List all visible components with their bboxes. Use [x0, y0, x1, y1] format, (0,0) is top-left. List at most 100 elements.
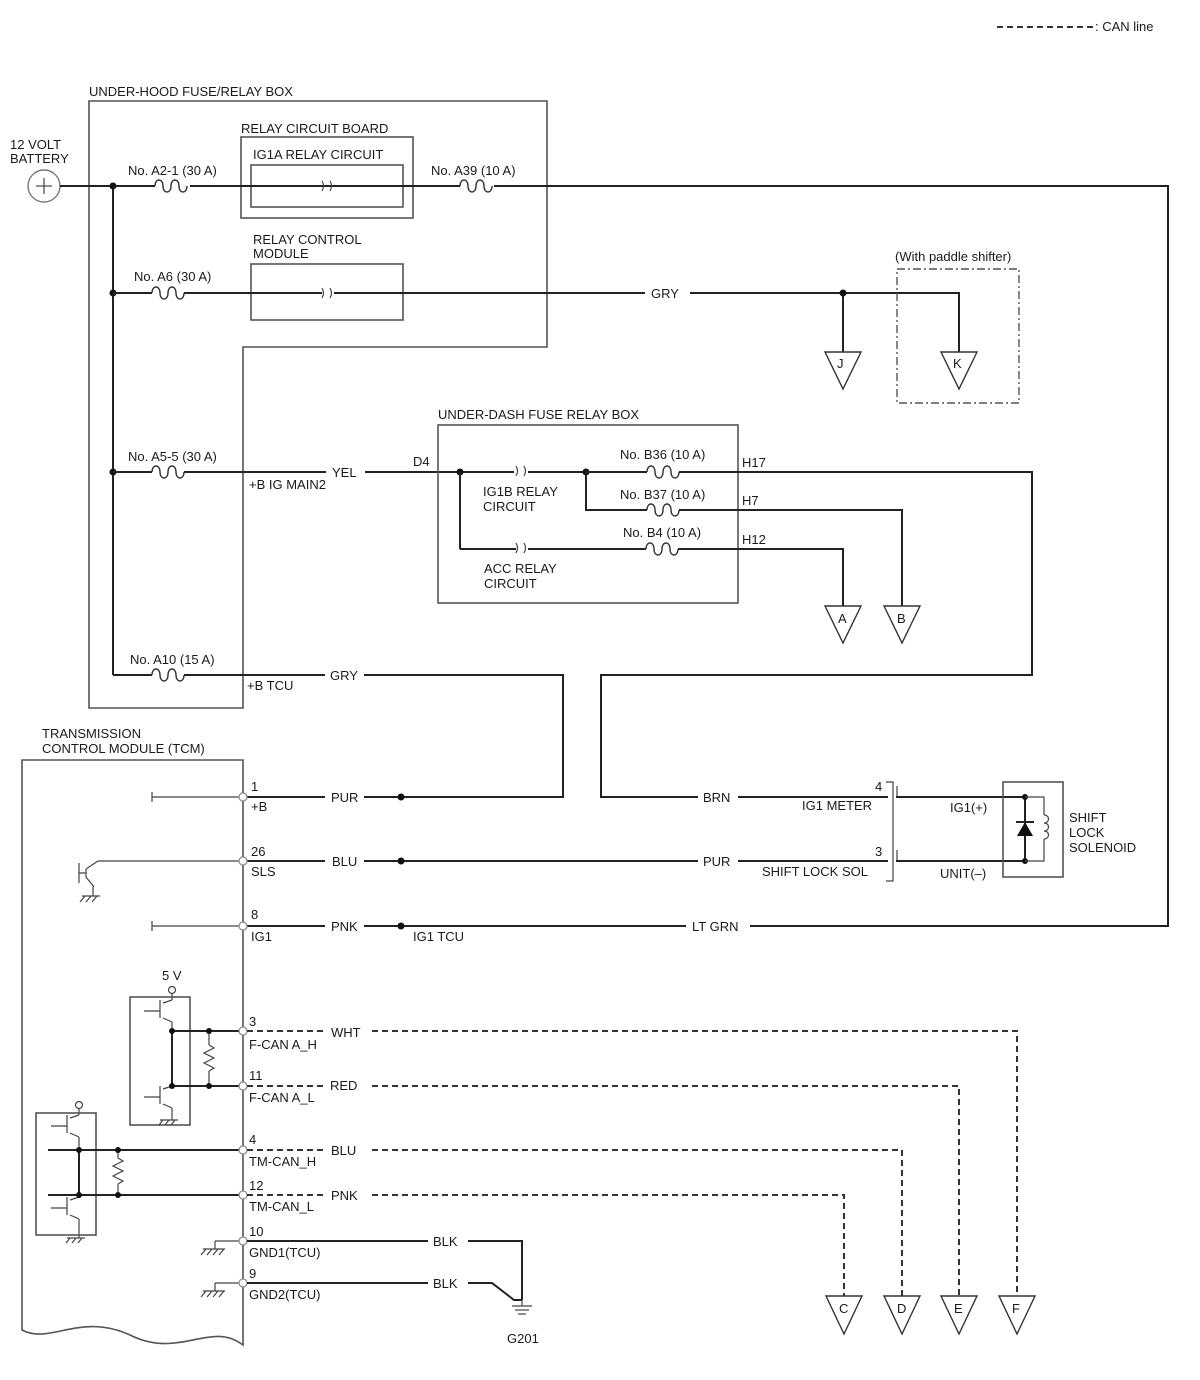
- tcm-title-1: TRANSMISSION: [42, 726, 141, 741]
- relay-control-module-label-1: RELAY CONTROL: [253, 232, 362, 247]
- connector-c-label: C: [839, 1301, 848, 1316]
- f-can-transceiver: 5 V: [129, 968, 243, 1126]
- pin-1-name: +B: [251, 799, 267, 814]
- shift-lock-name-2: LOCK: [1069, 825, 1105, 840]
- legend-can-line: : CAN line: [1095, 19, 1154, 34]
- ground-g201: G201: [507, 1300, 539, 1346]
- wire-gry-a10: GRY: [330, 668, 358, 683]
- wire-wht: WHT: [331, 1025, 361, 1040]
- pin-10-number: 10: [249, 1224, 263, 1239]
- connector-a: A: [823, 605, 863, 645]
- relay-circuit-board-label: RELAY CIRCUIT BOARD: [241, 121, 388, 136]
- tcm-pin-4: 4 TM-CAN_H BLU: [238, 1132, 903, 1296]
- pin-h7: H7: [742, 493, 759, 508]
- a10-branch: No. A10 (15 A) GRY +B TCU: [113, 652, 564, 798]
- paddle-shifter-label: (With paddle shifter): [895, 249, 1011, 264]
- under-dash-fuse-box: UNDER-DASH FUSE RELAY BOX IG1B RELAY CIR…: [437, 407, 739, 604]
- wire-b-ig-main2: +B IG MAIN2: [249, 477, 326, 492]
- tcm-pin-9: 9 GND2(TCU) BLK: [200, 1266, 522, 1302]
- connector-e: E: [939, 1295, 979, 1336]
- f-can-termination-resistor: [202, 1044, 216, 1072]
- fuse-a39: No. A39 (10 A): [431, 163, 516, 193]
- ig1b-relay-label-2: CIRCUIT: [483, 499, 536, 514]
- wire-red: RED: [330, 1078, 357, 1093]
- relay-control-module-label-2: MODULE: [253, 246, 309, 261]
- pin-11-name: F-CAN A_L: [249, 1090, 315, 1105]
- paddle-shifter-box: [896, 268, 1020, 404]
- wire-yel: YEL: [332, 465, 357, 480]
- wire-pur-1: PUR: [331, 790, 358, 805]
- connector-c: C: [824, 1295, 864, 1336]
- under-hood-box-title: UNDER-HOOD FUSE/RELAY BOX: [89, 84, 293, 99]
- tm-can-termination-resistor: [111, 1157, 125, 1185]
- a6-branch: No. A6 (30 A) GRY: [113, 269, 960, 352]
- connector-e-label: E: [954, 1301, 963, 1316]
- battery-label-2: BATTERY: [10, 151, 69, 166]
- relay-ig1a-contact: [320, 180, 334, 192]
- connector-j-label: J: [837, 356, 844, 371]
- connector-b-label: B: [897, 611, 906, 626]
- shift-lock-name-3: SOLENOID: [1069, 840, 1136, 855]
- fuse-a5-5-label: No. A5-5 (30 A): [128, 449, 217, 464]
- tcm-title-2: CONTROL MODULE (TCM): [42, 741, 205, 756]
- shift-lock-pin3: 3: [875, 844, 882, 859]
- pin-8-name: IG1: [251, 929, 272, 944]
- pin-12-name: TM-CAN_L: [249, 1199, 314, 1214]
- battery: 12 VOLT BATTERY: [10, 137, 69, 203]
- ig1a-relay-label: IG1A RELAY CIRCUIT: [253, 147, 383, 162]
- ground-g201-label: G201: [507, 1331, 539, 1346]
- battery-wiring: [60, 182, 1169, 927]
- wire-pur-sls: PUR: [703, 854, 730, 869]
- fuse-b4-label: No. B4 (10 A): [623, 525, 701, 540]
- fuse-b36-label: No. B36 (10 A): [620, 447, 705, 462]
- diode-icon: [1017, 822, 1033, 836]
- pin-3-name: F-CAN A_H: [249, 1037, 317, 1052]
- connector-b: B: [882, 605, 922, 645]
- wire-lt-grn: LT GRN: [692, 919, 738, 934]
- tcm-pin-8: 8 IG1 PNK IG1 TCU LT GRN: [151, 907, 738, 944]
- connector-j: J: [823, 351, 863, 391]
- tcm-module: TRANSMISSION CONTROL MODULE (TCM): [21, 726, 244, 1347]
- supply-5v-label: 5 V: [162, 968, 182, 983]
- pin-9-name: GND2(TCU): [249, 1287, 321, 1302]
- tcm-pin-26: 26 SLS BLU PUR: [78, 844, 888, 903]
- wire-b-tcu: +B TCU: [247, 678, 293, 693]
- connector-d-label: D: [897, 1301, 906, 1316]
- shift-lock-name-1: SHIFT: [1069, 810, 1107, 825]
- pin-4-name: TM-CAN_H: [249, 1154, 316, 1169]
- pin-12-number: 12: [249, 1178, 263, 1193]
- pin-10-name: GND1(TCU): [249, 1245, 321, 1260]
- under-dash-box-title: UNDER-DASH FUSE RELAY BOX: [438, 407, 639, 422]
- legend: : CAN line: [997, 19, 1154, 34]
- a5-5-branch: No. A5-5 (30 A) YEL +B IG MAIN2 D4: [113, 449, 586, 492]
- battery-label-1: 12 VOLT: [10, 137, 61, 152]
- connector-k: K: [939, 351, 979, 391]
- wire-blu-4: BLU: [331, 1143, 356, 1158]
- pin-11-number: 11: [249, 1068, 263, 1083]
- tcm-pin-12: 12 TM-CAN_L PNK: [238, 1178, 845, 1296]
- shift-lock-pin4: 4: [875, 779, 882, 794]
- pin-26-number: 26: [251, 844, 265, 859]
- connector-d: D: [882, 1295, 922, 1336]
- fuse-a6-label: No. A6 (30 A): [134, 269, 211, 284]
- acc-relay-label-2: CIRCUIT: [484, 576, 537, 591]
- pin-8-number: 8: [251, 907, 258, 922]
- under-dash-outputs: H17 H7 H12: [600, 455, 1033, 798]
- wire-pnk-8: PNK: [331, 919, 358, 934]
- wire-gry-a6: GRY: [651, 286, 679, 301]
- wire-blk-9: BLK: [433, 1276, 458, 1291]
- tcm-pin-10: 10 GND1(TCU) BLK: [200, 1224, 523, 1300]
- pin-3-number: 3: [249, 1014, 256, 1029]
- fuse-a2-1: No. A2-1 (30 A): [128, 163, 217, 193]
- shift-lock-unit-minus: UNIT(–): [940, 866, 986, 881]
- connector-f: F: [997, 1295, 1037, 1336]
- tcm-pin-3: 3 F-CAN A_H WHT: [238, 1014, 1018, 1296]
- solenoid-coil-icon: [1043, 814, 1050, 840]
- pin-h12: H12: [742, 532, 766, 547]
- shift-lock-solenoid-box: [1002, 781, 1064, 878]
- pin-26-name: SLS: [251, 864, 276, 879]
- wire-pnk-12: PNK: [331, 1188, 358, 1203]
- shift-lock-ig1-plus: IG1(+): [950, 800, 987, 815]
- shift-lock-ig1-meter: IG1 METER: [802, 798, 872, 813]
